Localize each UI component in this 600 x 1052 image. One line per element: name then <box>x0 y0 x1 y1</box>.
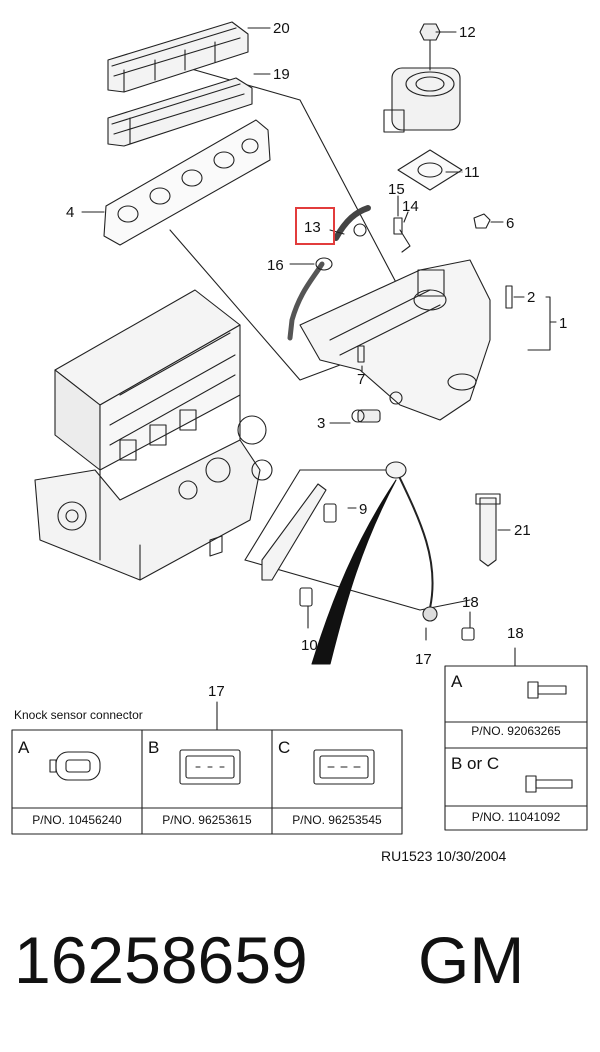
leader-lines <box>81 27 557 731</box>
connector-c-letter: C <box>278 738 291 757</box>
callout-18b: 18 <box>507 625 524 642</box>
part-13-hose <box>333 205 371 241</box>
engine-block <box>34 289 273 581</box>
connector-b-icon <box>179 749 241 785</box>
callout-2: 2 <box>527 289 535 306</box>
connector-b-letter: B <box>148 738 160 757</box>
diagram-reference-code: RU1523 10/30/2004 <box>381 848 507 864</box>
connector-a-pn: P/NO. 10456240 <box>32 813 122 827</box>
part-9-bolt <box>323 503 337 523</box>
part-4-gasket <box>103 119 271 246</box>
callout-21: 21 <box>514 522 531 539</box>
locator-arrow <box>311 479 397 665</box>
callout-20: 20 <box>273 20 290 37</box>
bolt-option-boxes <box>444 665 588 831</box>
connector-option-b: B P/NO. 96253615 <box>142 730 272 834</box>
highlight-box-13 <box>295 207 335 245</box>
brand-name: GM <box>418 923 525 997</box>
part-11-gasket <box>397 149 463 191</box>
callout-6: 6 <box>506 215 514 232</box>
part-3-sensor <box>351 409 381 423</box>
part-7-bolt <box>357 345 365 363</box>
connector-c-icon <box>313 749 375 785</box>
part-2-stud <box>505 285 513 309</box>
callout-9: 9 <box>359 501 367 518</box>
part-19-cover <box>107 77 253 147</box>
callout-4: 4 <box>66 204 74 221</box>
connector-boxes <box>11 729 403 835</box>
part-21-cable-tie <box>475 493 501 567</box>
callout-17b: 17 <box>208 683 225 700</box>
bolt-option-b-letter: B or C <box>451 754 500 773</box>
part-number: 16258659 <box>14 923 308 997</box>
bolt-option-a-pn: P/NO. 92063265 <box>471 724 561 738</box>
part-6-nut <box>473 213 491 229</box>
part-17-knock-sensor <box>385 461 438 622</box>
callout-numbers: 20 19 12 11 15 14 4 13 6 16 2 1 7 3 9 21… <box>66 20 567 700</box>
part-12-throttle-body <box>383 23 461 133</box>
bolt-b-icon <box>525 775 573 793</box>
callout-10: 10 <box>301 637 318 654</box>
connector-option-c: C P/NO. 96253545 <box>272 730 402 834</box>
part-1-intake-manifold <box>299 259 491 421</box>
connector-a-letter: A <box>18 738 30 757</box>
callout-19: 19 <box>273 66 290 83</box>
callout-16: 16 <box>267 257 284 274</box>
callout-3: 3 <box>317 415 325 432</box>
callout-13: 13 <box>304 219 321 236</box>
callout-7: 7 <box>357 371 365 388</box>
callout-17a: 17 <box>415 651 432 668</box>
callout-18a: 18 <box>462 594 479 611</box>
callout-11: 11 <box>464 164 480 181</box>
part-14-15-bracket <box>393 217 411 253</box>
heat-shield-strap <box>261 483 327 581</box>
connector-c-pn: P/NO. 96253545 <box>292 813 382 827</box>
part-10-bolt <box>299 587 313 607</box>
bolt-option-b-pn: P/NO. 11041092 <box>471 810 561 824</box>
part-20-cover <box>107 21 249 93</box>
knock-sensor-caption: Knock sensor connector <box>14 708 143 722</box>
connector-b-pn: P/NO. 96253615 <box>162 813 252 827</box>
part-16-pipe <box>287 257 333 341</box>
callout-12: 12 <box>459 24 476 41</box>
callout-14: 14 <box>402 198 419 215</box>
bolt-option-a: A P/NO. 92063265 <box>445 666 587 748</box>
callout-15: 15 <box>388 181 405 198</box>
bolt-a-icon <box>527 681 567 699</box>
callout-1: 1 <box>559 315 567 332</box>
bolt-option-a-letter: A <box>451 672 463 691</box>
part-18-bolt <box>461 627 475 641</box>
connector-a-icon <box>49 751 101 781</box>
connector-option-a: A P/NO. 10456240 <box>12 730 142 834</box>
bolt-option-b: B or C P/NO. 11041092 <box>445 748 587 830</box>
